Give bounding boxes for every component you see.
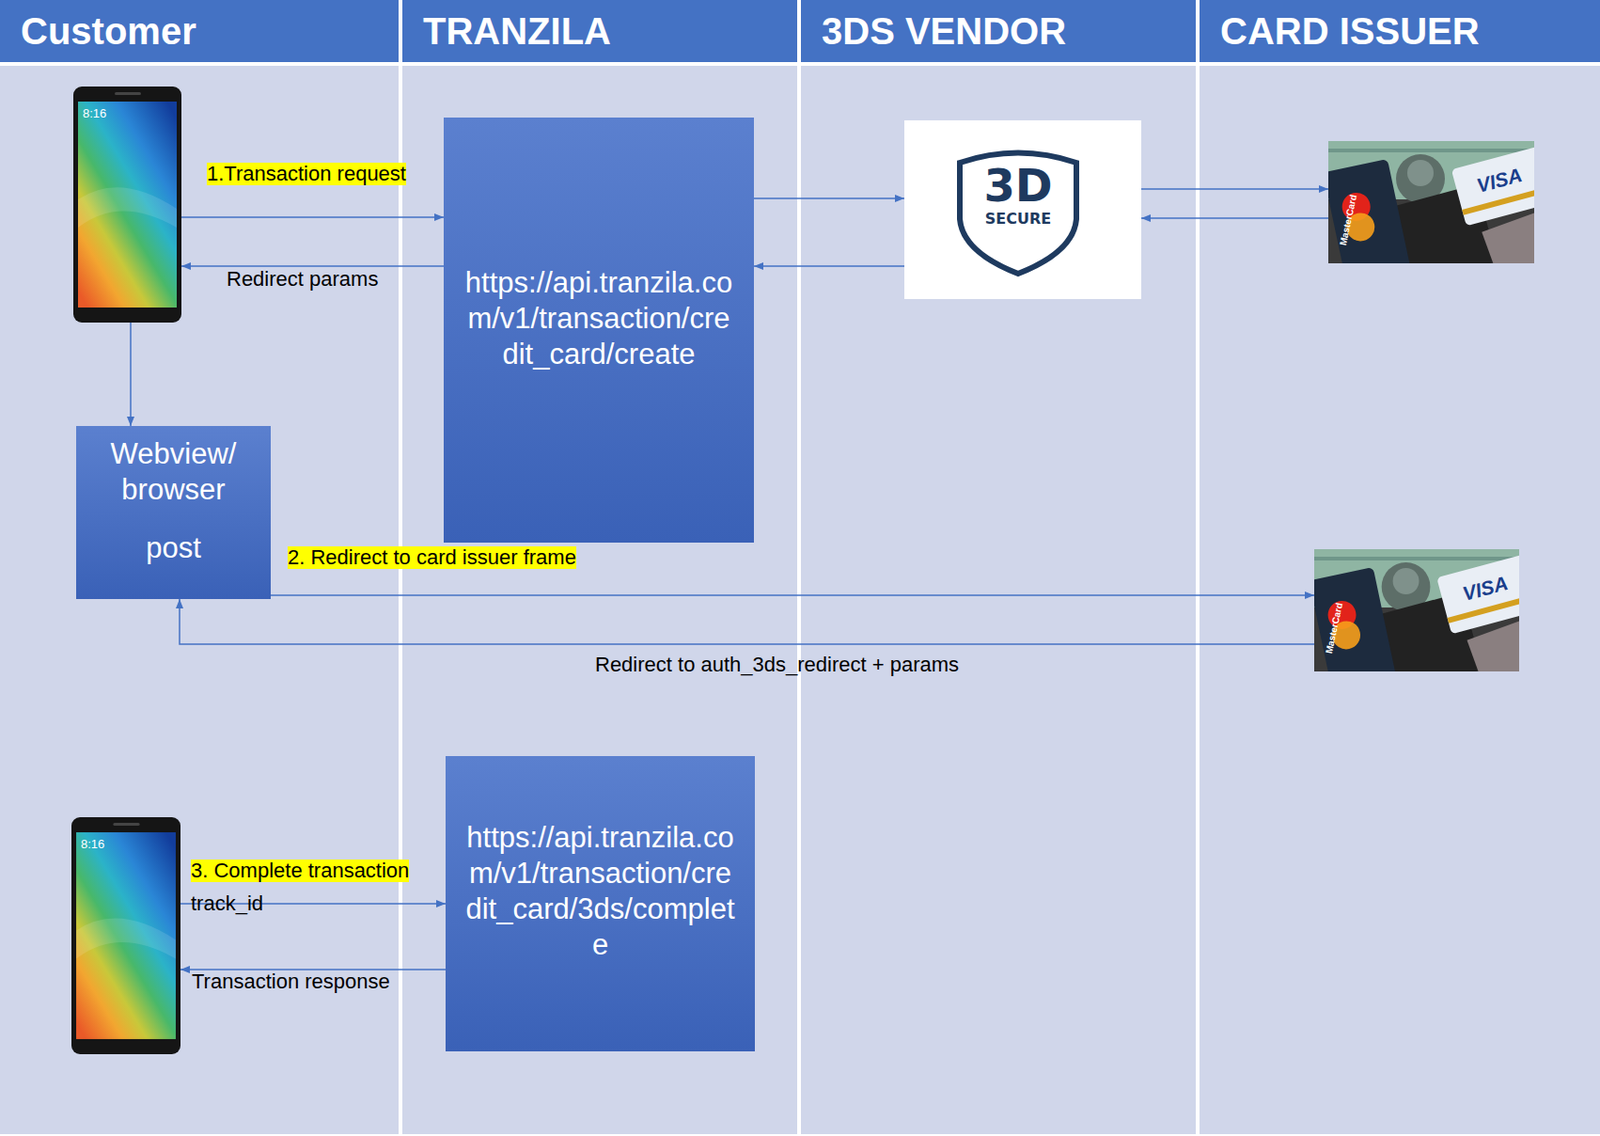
card-illustration [1467, 617, 1520, 672]
card-illustration [1314, 556, 1520, 561]
box-text: Webview/ browser [92, 436, 255, 508]
api-endpoint-box: https://api.tranzila.com/v1/transaction/… [443, 117, 754, 543]
phone-illustration [78, 187, 177, 228]
swimlane: 3DS VENDOR 3DSECURE [800, 0, 1196, 1134]
phone-illustration [76, 918, 176, 959]
box-text: https://api.tranzila.com/v1/transaction/… [461, 819, 739, 963]
phone-device: 8:16 [71, 816, 181, 1054]
phone-illustration [78, 101, 177, 308]
card-illustration [1481, 209, 1535, 264]
card-illustration [1407, 159, 1434, 187]
step-label: 2. Redirect to card issuer frame [287, 546, 577, 569]
phone-device: 8:16 [73, 86, 182, 323]
card-illustration [1451, 145, 1535, 227]
logo-word: SECURE [904, 209, 1132, 229]
phone-illustration [71, 816, 181, 1054]
step-label: 1.Transaction request [206, 162, 407, 186]
phone-illustration [76, 831, 176, 1039]
card-illustration [1314, 566, 1397, 672]
webview-box: Webview/ browser post [76, 425, 271, 599]
lane-heading: TRANZILA [402, 0, 798, 66]
phone-illustration [112, 822, 140, 826]
card-illustration [1328, 158, 1412, 264]
card-illustration [1436, 553, 1520, 635]
edge-label: Transaction response [191, 970, 391, 993]
card-illustration [1393, 567, 1420, 595]
step-label: 3. Complete transaction [190, 859, 409, 882]
phone-illustration [114, 92, 142, 95]
logo-mark: 3D [904, 159, 1132, 211]
swimlane: CARD ISSUER MasterCardVISA MasterCardVISA [1199, 0, 1600, 1134]
card-illustration [1436, 553, 1520, 635]
card-illustration [1314, 566, 1397, 672]
card-illustration [1328, 158, 1412, 264]
phone-clock: 8:16 [82, 107, 107, 121]
edge-label: Redirect params [226, 267, 378, 291]
phone-illustration [73, 86, 182, 323]
box-text: https://api.tranzila.com/v1/transaction/… [459, 265, 738, 373]
phone-illustration [71, 816, 181, 1054]
api-endpoint-box: https://api.tranzila.com/v1/transaction/… [445, 755, 755, 1051]
lane-heading: 3DS VENDOR [800, 0, 1196, 66]
card-issuer-image: MasterCardVISA [1314, 549, 1520, 672]
card-illustration [1328, 141, 1535, 264]
parameter-label: track_id [190, 892, 264, 915]
card-illustration [1314, 549, 1520, 672]
3ds-logo: 3DSECURE [904, 120, 1142, 299]
lane-heading: Customer [0, 0, 399, 66]
edge-label: Redirect to auth_3ds_redirect + params [595, 653, 959, 676]
card-illustration [1451, 145, 1535, 227]
phone-illustration [73, 86, 182, 323]
card-issuer-image: MasterCardVISA [1328, 141, 1535, 264]
phone-clock: 8:16 [80, 837, 105, 851]
card-illustration [1328, 148, 1535, 153]
box-subtext: post [92, 530, 255, 566]
lane-heading: CARD ISSUER [1199, 0, 1600, 66]
